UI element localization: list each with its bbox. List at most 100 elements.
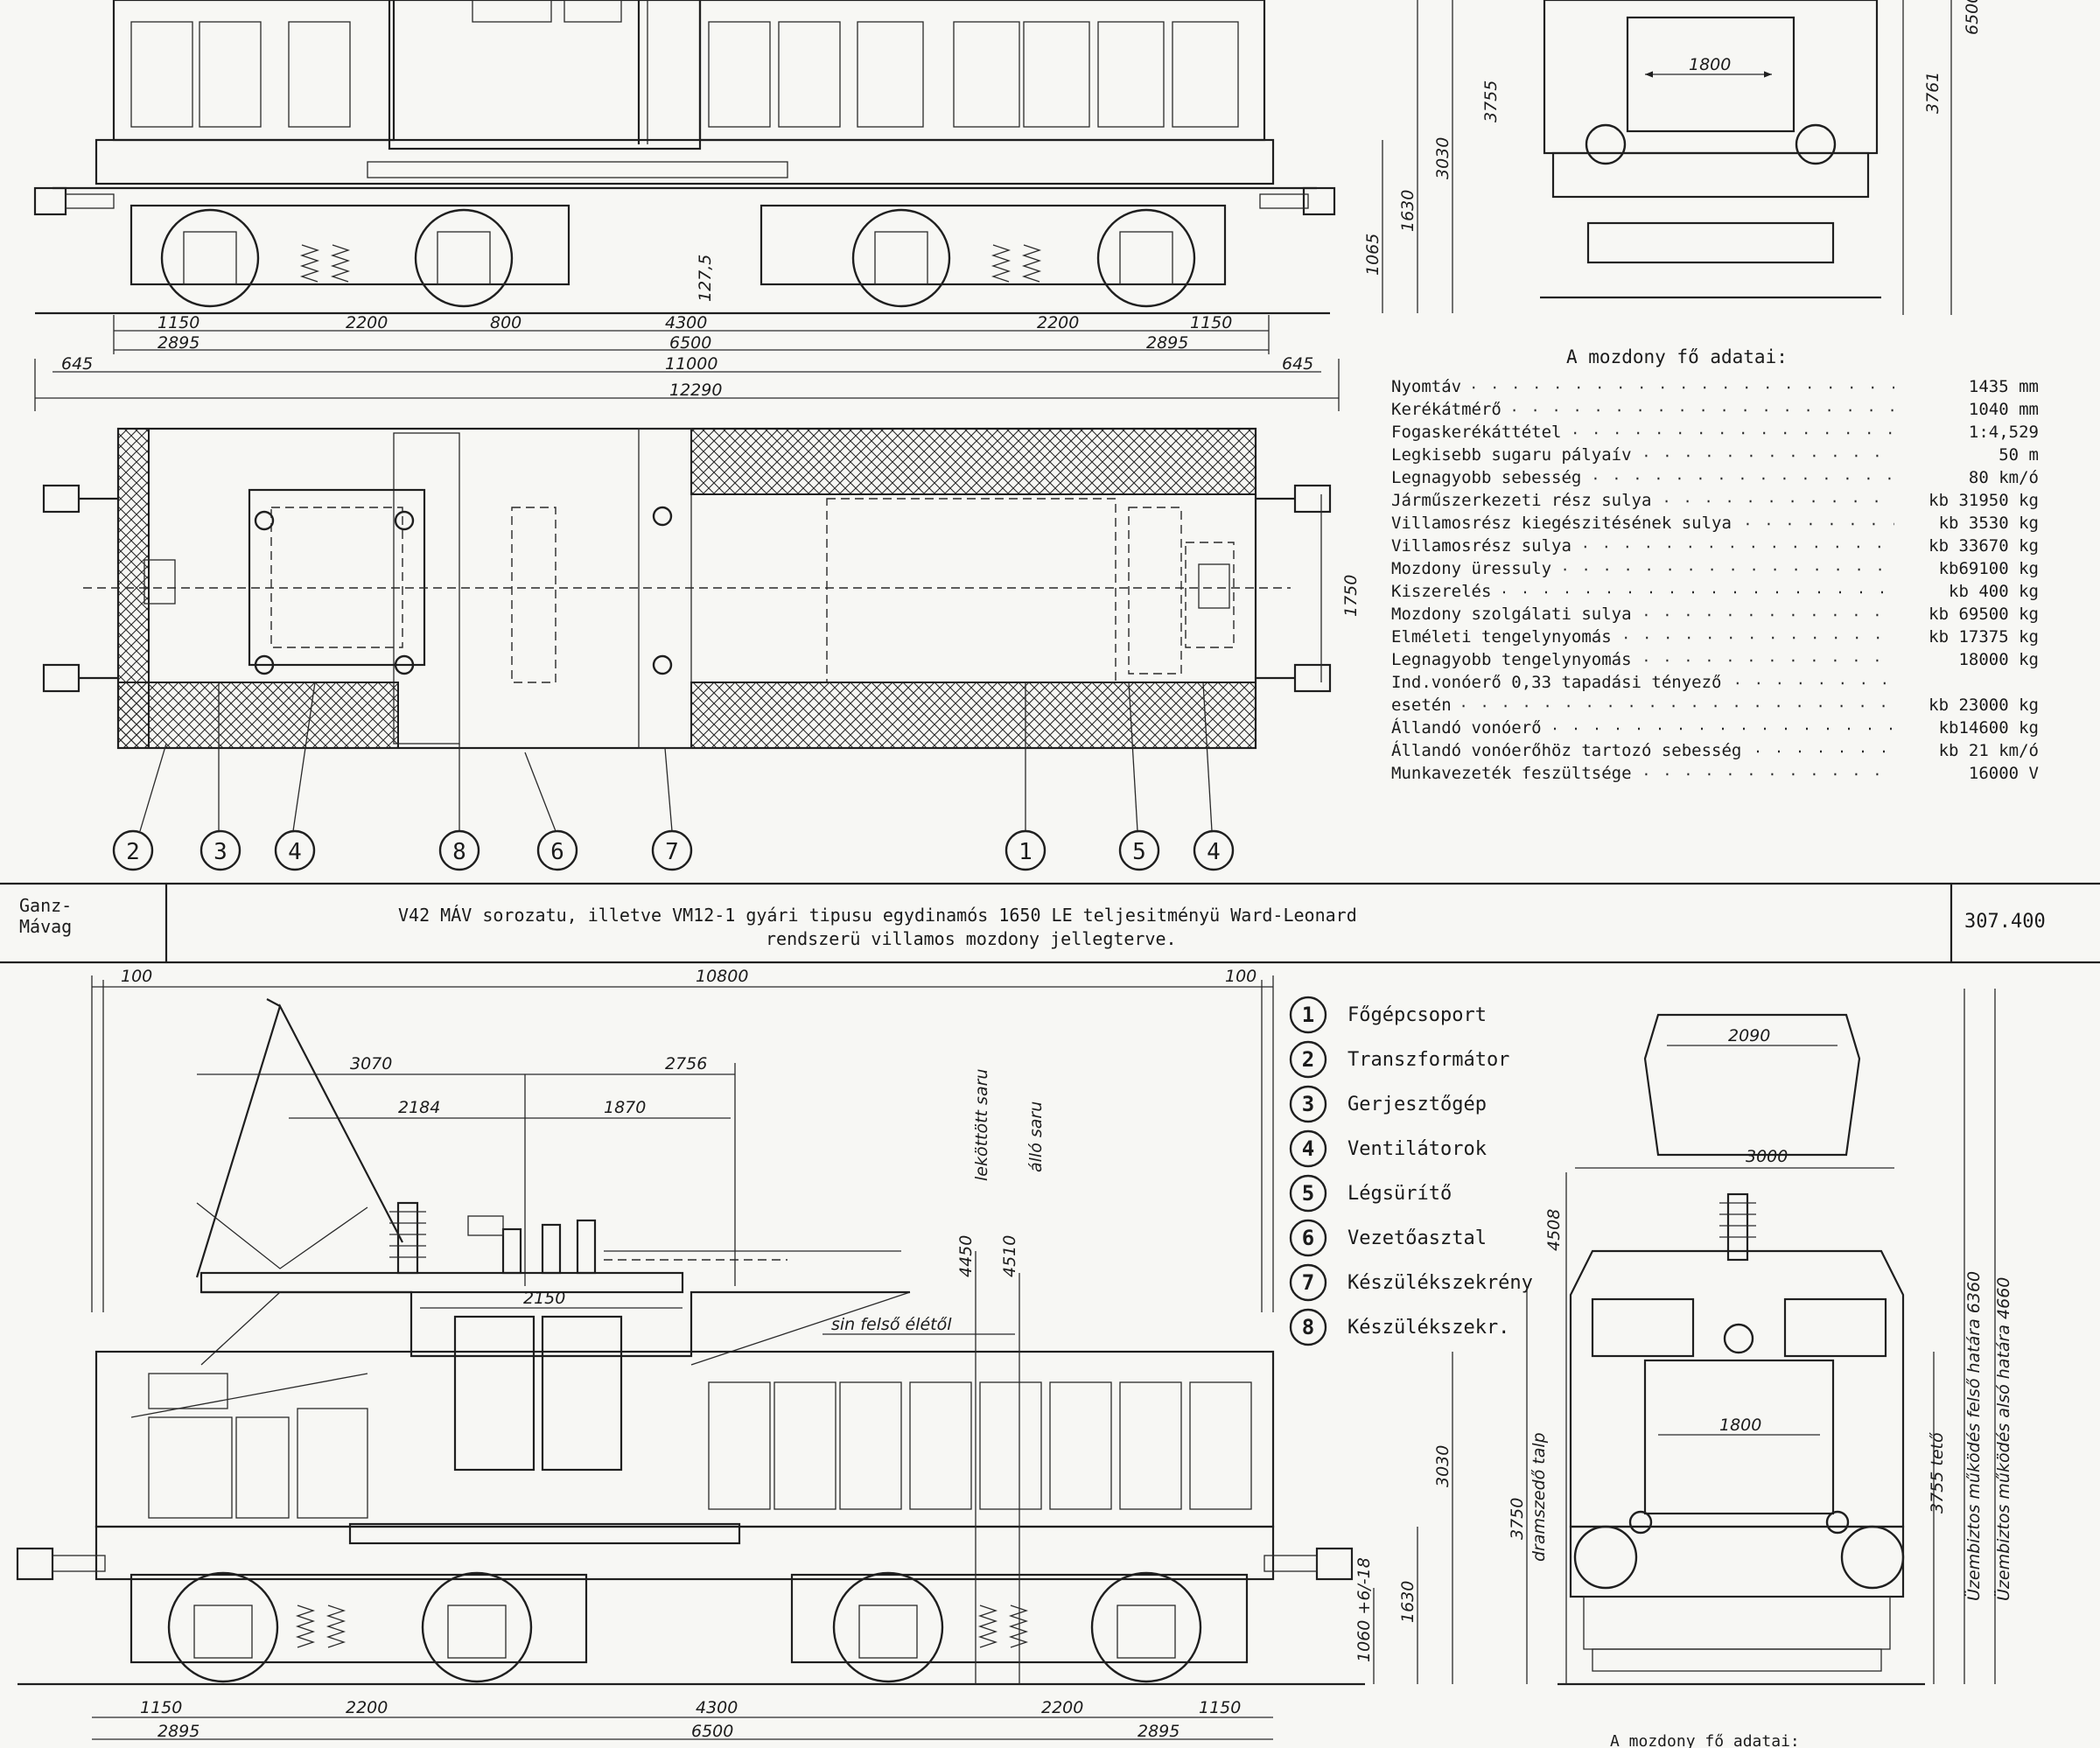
dim-1870: 1870 [604,1098,646,1117]
end-4508: 4508 [1544,1209,1564,1251]
dim-3755: 3755 [1481,80,1501,122]
spec-value: kb 3530 kg [1939,514,2039,533]
end-drum-label: dramszedő talp [1530,1432,1549,1562]
svg-text:4: 4 [288,839,302,865]
dim-2200-left-lower: 2200 [346,1698,388,1717]
spec-label: Nyomtáv [1391,377,1461,396]
dim-100-right: 100 [1225,967,1256,986]
legend-marker [1289,1129,1327,1168]
dim-3070: 3070 [350,1054,392,1073]
dim-645-left: 645 [61,354,93,374]
dim-1060: 1060 +6/-18 [1354,1557,1374,1662]
spec-value: 1040 mm [1969,400,2039,419]
legend-number: 7 [1302,1270,1314,1295]
dim-1750: 1750 [1341,575,1361,617]
legend-marker [1289,1219,1327,1257]
dim-4510: 4510 [1000,1235,1019,1277]
legend-label: Készülékszekr. [1348,1317,1509,1339]
title-line-1: V42 MÁV sorozatu, illetve VM12-1 gyári t… [398,905,1357,926]
svg-text:2: 2 [126,839,140,865]
dim-2184: 2184 [398,1098,440,1117]
lower-dimensions-side: 2150 4450 4510 leköttött saru álló saru … [92,1069,1453,1741]
spec-value: 80 km/ó [1969,468,2039,487]
dim-2756: 2756 [665,1054,707,1073]
spec-value: kb 69500 kg [1928,605,2039,624]
spec-value: 18000 kg [1958,650,2039,669]
dim-127-5: 127,5 [696,255,715,302]
spec-value: kb 21 km/ó [1939,741,2039,760]
lower-dimensions-top: 100 10800 100 3070 2756 2184 1870 [91,967,1274,1312]
legend-number: 6 [1302,1226,1314,1250]
dim-12290: 12290 [669,381,722,400]
dim-3030-lower: 3030 [1433,1445,1452,1487]
end-3755-teto: 3755 tető [1928,1432,1947,1514]
rail-note: sin felső élétől [831,1315,952,1334]
end-lower-limit: Üzembiztos működés alsó határa 4660 [1993,1277,2013,1601]
spec-value: kb 33670 kg [1928,536,2039,556]
dim-4300: 4300 [665,313,707,332]
svg-text:3: 3 [214,839,228,865]
company-line-2: Mávag [19,916,72,937]
dim-2200-left: 2200 [346,313,388,332]
legend-marker [1289,1308,1327,1346]
spec-label: Elméleti tengelynyomás [1391,627,1612,647]
spec-value: kb69100 kg [1939,559,2039,578]
callout-8: 8 [438,829,480,871]
end-1800: 1800 [1719,1416,1761,1435]
end-upper-limit: Üzembiztos működés felső határa 6360 [1964,1271,1984,1601]
dim-11000: 11000 [665,354,718,374]
legend-marker [1289,1040,1327,1079]
dim-3761: 3761 [1923,72,1942,114]
lower-end-view: 2090 3000 1800 4508 3750 dramszedő talp … [1508,989,2013,1748]
callout-2: 2 [112,829,154,871]
spec-label: Járműszerkezeti rész sulya [1391,491,1651,510]
spec-label: Kiszerelés [1391,582,1491,601]
svg-text:5: 5 [1132,839,1146,865]
end-3000: 3000 [1746,1147,1788,1166]
end-2090: 2090 [1728,1026,1770,1045]
legend-label: Légsürítő [1348,1183,1452,1205]
callout-4-right: 4 [1193,829,1235,871]
dim-645-right: 645 [1282,354,1313,374]
specs-heading: A mozdony fő adatai: [1566,346,1788,367]
spec-label: Mozdony szolgálati sulya [1391,605,1632,624]
upper-dimensions: 1150 2200 800 4300 2200 1150 2895 6500 2… [34,0,1501,411]
dim-2200-right: 2200 [1037,313,1079,332]
end-3750: 3750 [1508,1498,1527,1540]
dim-2895-right-lower: 2895 [1138,1722,1180,1741]
callout-4-left: 4 [274,829,316,871]
spec-label: Legnagyobb sebesség [1391,468,1581,487]
lower-side-elevation [16,998,1365,1686]
dim-1150-left-lower: 1150 [140,1698,182,1717]
spec-value: kb 400 kg [1949,582,2039,601]
callout-6: 6 [536,829,578,871]
dim-6500-v: 6500 [1963,0,1982,35]
legend-label: Transzformátor [1348,1049,1509,1071]
legend-number: 3 [1302,1092,1314,1116]
spec-label: Villamosrész kiegészitésének sulya [1391,514,1732,533]
spec-label: Villamosrész sulya [1391,536,1572,556]
spec-label: esetén [1391,696,1452,715]
legend-label: Ventilátorok [1348,1138,1487,1160]
dim-1150-right: 1150 [1190,313,1232,332]
spec-label: Legkisebb sugaru pályaív [1391,445,1632,465]
spec-label: Állandó vonóerőhöz tartozó sebesség [1391,740,1741,760]
company-line-1: Ganz- [19,895,72,916]
legend-marker [1289,1174,1327,1213]
callout-5: 5 [1118,829,1160,871]
legend-number: 5 [1302,1181,1314,1206]
svg-text:4: 4 [1207,839,1221,865]
callout-3: 3 [200,829,242,871]
dim-6500: 6500 [669,333,711,353]
dim-2150: 2150 [523,1289,565,1308]
spec-label: Munkavezeték feszültsége [1391,764,1632,783]
spec-value: kb 23000 kg [1928,696,2039,715]
dim-1150-left: 1150 [158,313,200,332]
spec-label: Ind.vonóerő 0,33 tapadási tényező [1391,673,1722,692]
dim-10800: 10800 [696,967,748,986]
dim-4450: 4450 [956,1235,976,1277]
title-line-2: rendszerü villamos mozdony jellegterve. [766,928,1177,949]
